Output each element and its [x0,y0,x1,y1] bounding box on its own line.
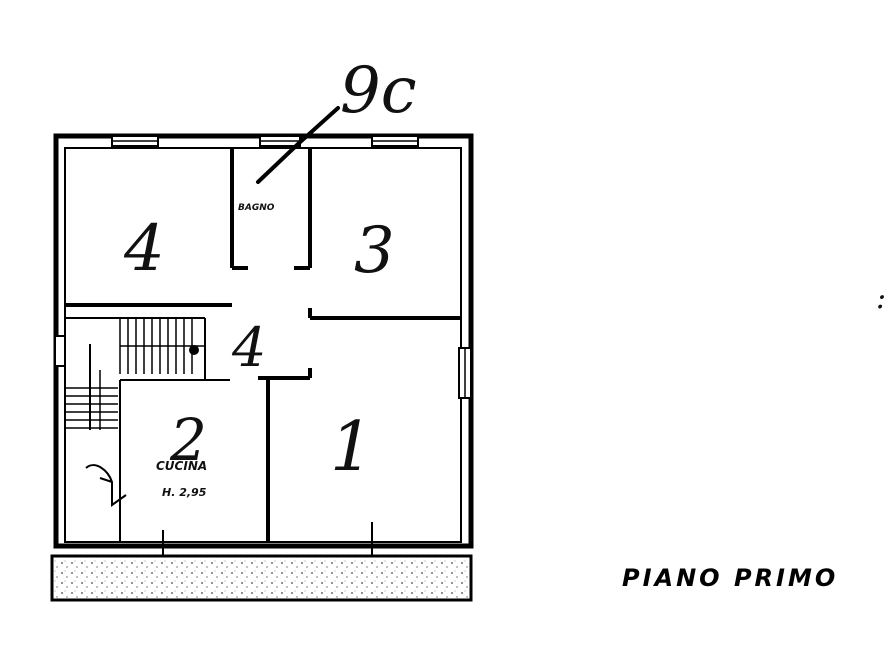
room-3-number: 3 [354,214,395,288]
room-4-number: 4 [123,212,165,286]
annotation-top: 9c [340,54,417,128]
side-windows [54,335,472,399]
room-1-number: 1 [330,408,373,487]
kitchen-height-label: H. 2,95 [162,486,207,499]
hall-number: 4 [231,316,266,379]
kitchen-label: CUCINA [156,459,207,473]
side-mark: : [876,281,886,316]
annotation-line [256,106,340,184]
balcony [50,554,473,602]
floor-caption: PIANO PRIMO [622,564,838,592]
interior-walls [65,148,461,570]
bathroom-label: BAGNO [238,203,275,213]
top-windows [111,135,419,147]
staircase [66,318,205,507]
room-2-number: 2 [169,406,207,474]
